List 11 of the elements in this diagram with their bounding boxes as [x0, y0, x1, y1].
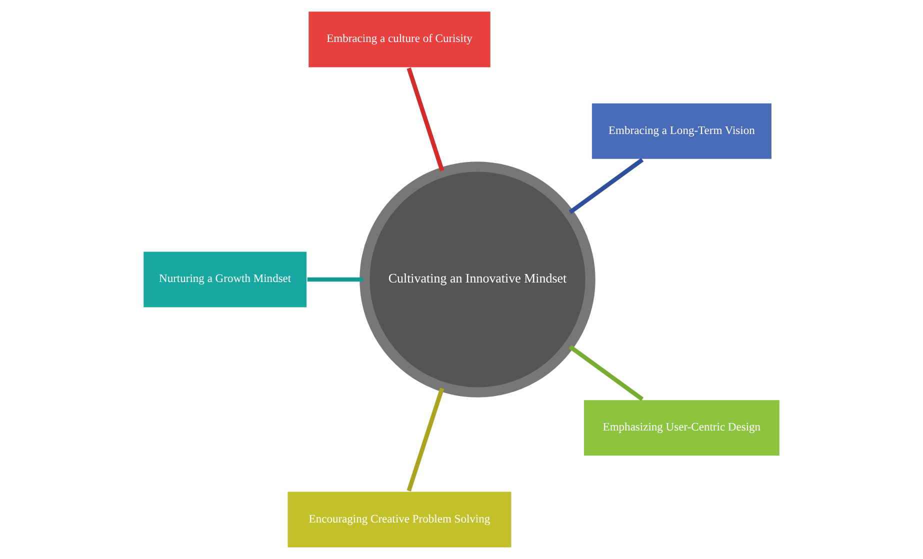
connector — [406, 388, 444, 492]
node-circle: Cultivating an Innovative Mindset — [360, 162, 596, 398]
node-box: Nurturing a Growth Mindset — [142, 250, 308, 309]
connector — [307, 277, 364, 282]
connector — [568, 344, 644, 402]
node-box: Embracing a Long-Term Vision — [590, 102, 773, 160]
connector — [406, 68, 444, 172]
connector — [568, 158, 644, 214]
node-box: Emphasizing User-Centric Design — [582, 398, 781, 458]
node-box: Encouraging Creative Problem Solving — [286, 490, 513, 549]
node-box: Embracing a culture of Curisity — [307, 10, 492, 69]
